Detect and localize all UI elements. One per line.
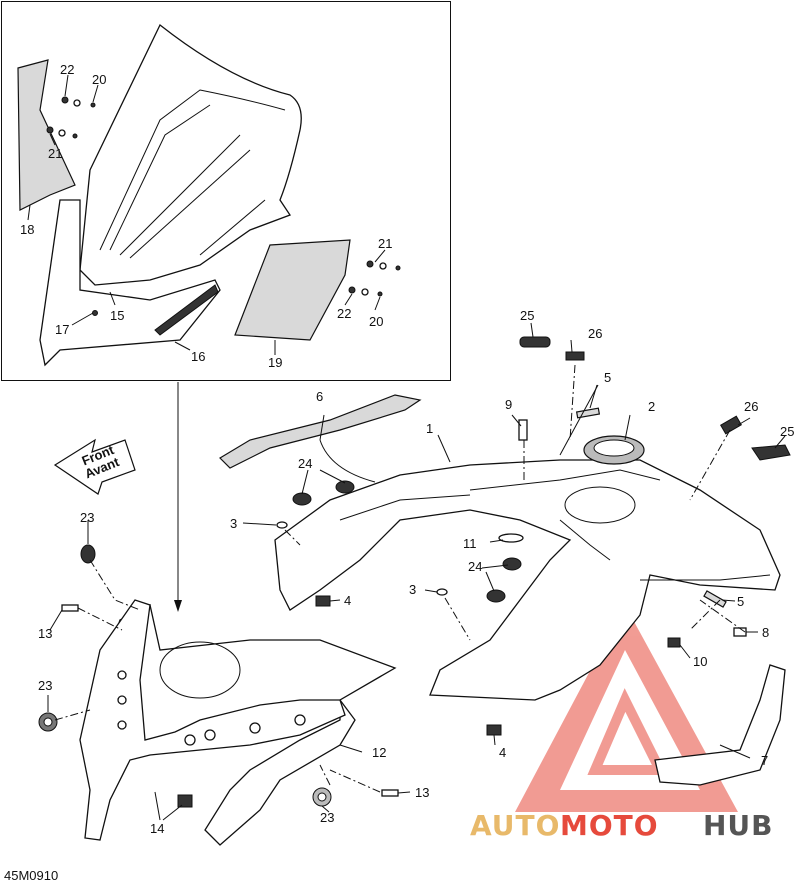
top-cover-strip	[219, 394, 422, 469]
callout-25a: 25	[520, 308, 534, 323]
callout-17: 17	[55, 322, 69, 337]
callout-16: 16	[191, 349, 205, 364]
inset-frame	[1, 1, 451, 381]
callout-24b: 24	[468, 559, 482, 574]
watermark-part1: AUTO	[470, 809, 560, 842]
callout-21b: 21	[378, 236, 392, 251]
inset-hardware	[46, 96, 401, 316]
alignment-lines	[54, 364, 746, 793]
front-direction-arrow: Front Avant	[53, 438, 136, 495]
callout-18: 18	[20, 222, 34, 237]
callout-23b: 23	[38, 678, 52, 693]
callout-4b: 4	[499, 745, 506, 760]
callout-labels: 22 20 21 18 15 17 16 19 21 22 20 6 1 9 2…	[20, 62, 794, 836]
callout-3a: 3	[230, 516, 237, 531]
fuel-cap-ring	[583, 435, 645, 465]
callout-23a: 23	[80, 510, 94, 525]
leader-lines	[47, 322, 786, 821]
callout-22b: 22	[337, 306, 351, 321]
callout-24a: 24	[298, 456, 312, 471]
lower-fairing	[79, 599, 397, 846]
callout-21: 21	[48, 146, 62, 161]
callout-9: 9	[505, 397, 512, 412]
callout-26b: 26	[744, 399, 758, 414]
callout-26a: 26	[588, 326, 602, 341]
callout-13b: 13	[415, 785, 429, 800]
callout-4a: 4	[344, 593, 351, 608]
watermark-part3: HUB	[703, 809, 774, 842]
callout-1: 1	[426, 421, 433, 436]
callout-20b: 20	[369, 314, 383, 329]
callout-5b: 5	[737, 594, 744, 609]
callout-14: 14	[150, 821, 164, 836]
callout-20: 20	[92, 72, 106, 87]
callout-3b: 3	[409, 582, 416, 597]
watermark-logo	[515, 605, 738, 812]
callout-19: 19	[268, 355, 282, 370]
side-panel	[654, 664, 786, 786]
callout-7: 7	[761, 753, 768, 768]
callout-12: 12	[372, 745, 386, 760]
callout-10: 10	[693, 654, 707, 669]
callout-22: 22	[60, 62, 74, 77]
callout-2: 2	[648, 399, 655, 414]
right-deflector	[234, 239, 351, 341]
callout-15: 15	[110, 308, 124, 323]
callout-13a: 13	[38, 626, 52, 641]
hardware	[38, 336, 791, 808]
left-deflector	[17, 59, 76, 211]
watermark-text: AUTO MOTO HUB	[470, 809, 774, 842]
callout-5a: 5	[604, 370, 611, 385]
callout-11: 11	[463, 536, 477, 551]
callout-23c: 23	[320, 810, 334, 825]
diagram-code: 45M0910	[4, 868, 58, 883]
watermark-part2: MOTO	[560, 809, 659, 842]
callout-25b: 25	[780, 424, 794, 439]
windshield	[79, 23, 302, 286]
callout-8: 8	[762, 625, 769, 640]
callout-6: 6	[316, 389, 323, 404]
